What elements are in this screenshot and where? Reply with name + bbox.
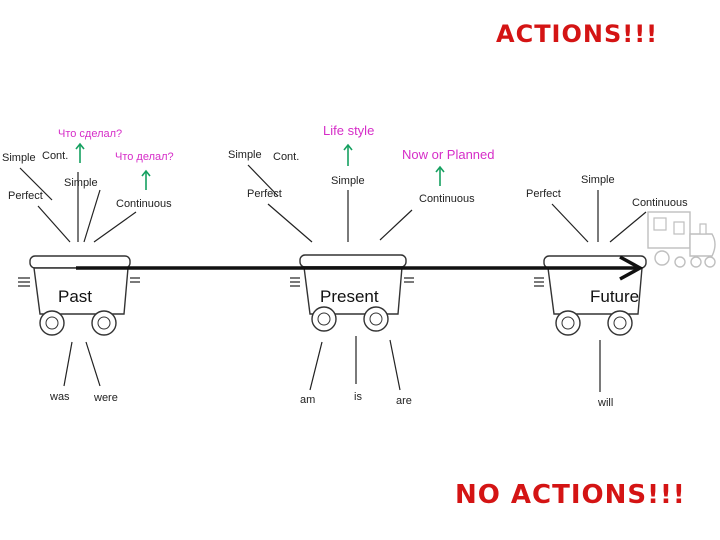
past-was: was: [49, 391, 70, 403]
future-wagon-label: Future: [590, 287, 639, 306]
present-pointer: [380, 210, 412, 240]
present-below-pointer: [310, 342, 322, 390]
future-perfect: Perfect: [526, 188, 561, 200]
locomotive-icon: [648, 212, 715, 267]
past-simple: Simple: [64, 177, 98, 189]
past-pointer: [38, 206, 70, 242]
past-perfect: Perfect: [8, 190, 43, 202]
future-pointer: [552, 204, 588, 242]
past-wagon-label: Past: [58, 287, 92, 306]
past-simple-left: Simple: [2, 152, 36, 164]
present-simple: Simple: [331, 175, 365, 187]
past-were: were: [93, 392, 118, 404]
past-below-pointer: [86, 342, 100, 386]
present-am: am: [300, 394, 315, 406]
past-cont: Cont.: [42, 150, 68, 162]
present-pointer: [268, 204, 312, 242]
present-group: Life style Now or Planned Simple Cont. S…: [228, 123, 495, 407]
present-cont: Cont.: [273, 151, 299, 163]
present-is: is: [354, 391, 362, 403]
past-group: Что сделал? Что делал? Simple Cont. Simp…: [2, 128, 174, 404]
future-simple: Simple: [581, 174, 615, 186]
past-wagon-roof: [30, 256, 130, 268]
no-actions-title: NO ACTIONS!!!: [455, 480, 686, 510]
actions-title: ACTIONS!!!: [496, 20, 658, 48]
present-note-now: Now or Planned: [402, 147, 495, 162]
past-pointer: [94, 212, 136, 242]
future-continuous: Continuous: [632, 197, 688, 209]
present-wagon-roof: [300, 255, 406, 267]
future-pointer: [610, 212, 646, 242]
past-below-pointer: [64, 342, 72, 386]
past-note-doing: Что делал?: [115, 151, 174, 163]
future-will: will: [597, 397, 613, 409]
past-continuous: Continuous: [116, 198, 172, 210]
present-are: are: [396, 395, 412, 407]
present-note-lifestyle: Life style: [323, 123, 374, 138]
present-continuous: Continuous: [419, 193, 475, 205]
present-wagon-label: Present: [320, 287, 379, 306]
past-note-did: Что сделал?: [58, 128, 122, 140]
past-pointer: [84, 190, 100, 242]
future-group: Perfect Simple Continuous Future will: [526, 174, 688, 409]
present-below-pointer: [390, 340, 400, 390]
present-simple-left: Simple: [228, 149, 262, 161]
